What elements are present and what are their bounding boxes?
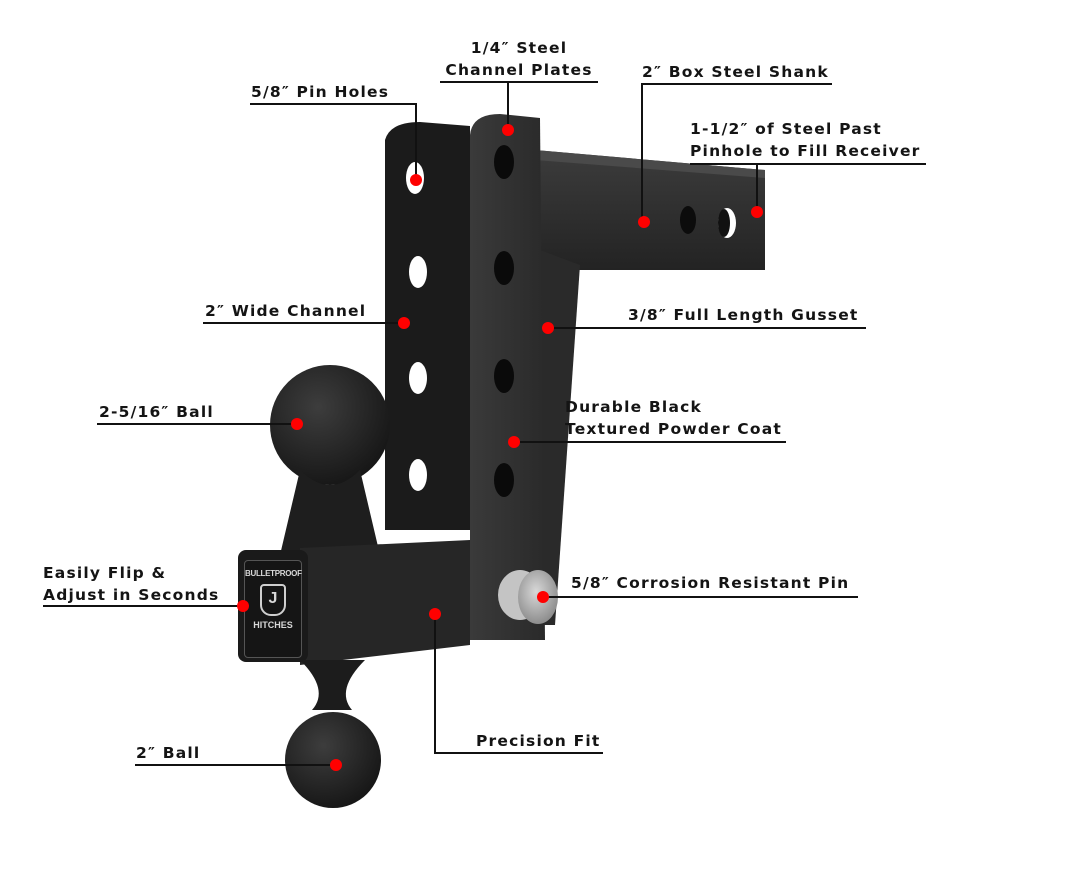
- brand-name: BULLETPROOF: [245, 569, 302, 578]
- callout-powder-coat: Durable Black Textured Powder Coat: [565, 398, 782, 438]
- callout-box-shank: 2″ Box Steel Shank: [642, 63, 829, 81]
- callout-wide-channel: 2″ Wide Channel: [205, 302, 367, 320]
- shield-j-icon: J: [260, 584, 286, 616]
- callout-precision-fit: Precision Fit: [476, 732, 601, 750]
- callout-channel-plates: 1/4″ Steel Channel Plates: [445, 39, 593, 79]
- front-channel-plate: [470, 114, 545, 640]
- callout-pin-holes: 5/8″ Pin Holes: [251, 83, 390, 101]
- callout-small-ball: 2″ Ball: [136, 744, 201, 762]
- box-steel-shank: [535, 150, 765, 270]
- callout-steel-past-pinhole: 1-1/2″ of Steel Past Pinhole to Fill Rec…: [690, 120, 921, 160]
- gusset: [540, 250, 580, 625]
- callout-large-ball: 2-5/16″ Ball: [99, 403, 214, 421]
- marker-dots: [237, 124, 763, 771]
- back-channel-plate: [385, 122, 470, 530]
- callout-gusset: 3/8″ Full Length Gusset: [628, 306, 859, 324]
- callout-flip-adjust: Easily Flip & Adjust in Seconds: [43, 564, 220, 604]
- large-ball: [270, 365, 390, 555]
- callout-pin: 5/8″ Corrosion Resistant Pin: [571, 574, 850, 592]
- brand-plate: BULLETPROOF J HITCHES: [244, 560, 302, 658]
- brand-sub: HITCHES: [253, 620, 293, 630]
